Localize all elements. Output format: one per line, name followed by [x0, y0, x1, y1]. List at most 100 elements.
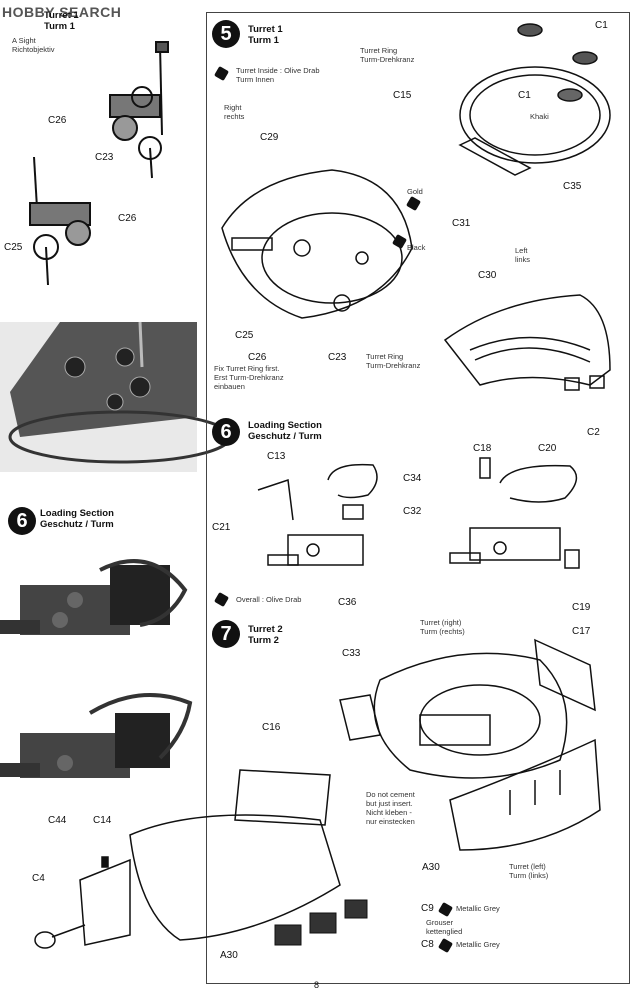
label-c8: C8 — [421, 939, 434, 950]
left-callout: Left links — [515, 246, 530, 264]
step5-header: Turret 1 Turm 1 — [248, 24, 283, 46]
turret-shell-drawing — [221, 169, 413, 319]
sight-drawing-1 — [109, 41, 169, 179]
label-c35: C35 — [563, 181, 582, 192]
left-turret-header: Turret 1 Turm 1 — [44, 10, 79, 32]
fix-en: Fix Turret Ring first. — [214, 364, 280, 373]
label-c26-a: C26 — [48, 115, 67, 126]
loading-photo-2 — [0, 688, 197, 803]
left-step6-badge: 6 — [8, 507, 36, 535]
turret-ring-en: Turret Ring — [360, 46, 398, 55]
turret-left-en: Turret (left) — [509, 862, 546, 871]
paint-inside-en: Turret Inside : Olive Drab — [236, 66, 320, 75]
turret-hull-drawing — [34, 769, 341, 949]
label-c34: C34 — [403, 473, 422, 484]
gold-note: Gold — [407, 187, 423, 196]
label-c32: C32 — [403, 506, 422, 517]
paint-inside-de: Turm Innen — [236, 75, 275, 84]
label-c36: C36 — [338, 597, 357, 608]
sight-de: Richtobjektiv — [12, 45, 55, 54]
note-line1: Do not cement — [366, 790, 415, 799]
label-c1-b: C1 — [518, 90, 531, 101]
turret-left-de: Turm (links) — [509, 871, 549, 880]
turret-right-en: Turret (right) — [420, 618, 462, 627]
step7-title: Turret 2 — [248, 624, 283, 635]
left-turret-title: Turret 1 — [44, 10, 79, 21]
label-c9: C9 — [421, 903, 434, 914]
step7-badge: 7 — [212, 620, 240, 648]
ring2-de: Turm-Drehkranz — [366, 361, 421, 370]
fix-de1: Erst Turm-Drehkranz — [214, 373, 284, 382]
turret-side-drawing — [443, 294, 611, 391]
step6-header: Loading Section Geschutz / Turm — [248, 420, 322, 442]
loading-photo-1 — [0, 550, 197, 670]
label-c23-step5: C23 — [328, 352, 347, 363]
label-c31: C31 — [452, 218, 471, 229]
note-line2: but just insert. — [366, 799, 413, 808]
step5-badge: 5 — [212, 20, 240, 48]
paint-inside-note: Turret Inside : Olive Drab Turm Innen — [236, 66, 320, 84]
loading-section-exploded — [257, 463, 378, 566]
turret-left-note: Turret (left) Turm (links) — [509, 862, 548, 880]
note-line4: nur einstecken — [366, 817, 415, 826]
step6-title: Loading Section — [248, 420, 322, 431]
label-a30-b: A30 — [220, 950, 238, 961]
left-step6-header: Loading Section Geschutz / Turm — [40, 508, 114, 530]
sight-drawing-2 — [29, 156, 91, 286]
right-callout: Right rechts — [224, 103, 244, 121]
page-number: 8 — [314, 980, 320, 990]
label-c25: C25 — [4, 242, 23, 253]
label-c33: C33 — [342, 648, 361, 659]
label-a30-a: A30 — [422, 862, 440, 873]
turret-right-de: Turm (rechts) — [420, 627, 465, 636]
label-c14: C14 — [93, 815, 112, 826]
ring2-en: Turret Ring — [366, 352, 404, 361]
right-de: rechts — [224, 112, 245, 121]
instructions-panel — [206, 12, 630, 984]
label-c16: C16 — [262, 722, 281, 733]
label-c13: C13 — [267, 451, 286, 462]
logo-text: HOBBY SEARCH — [2, 4, 122, 20]
grouser-links-drawing — [274, 899, 368, 946]
step6-subtitle: Geschutz / Turm — [248, 431, 322, 442]
label-c23: C23 — [95, 152, 114, 163]
label-c1-a: C1 — [595, 20, 608, 31]
note-line3: Nicht kleben - — [366, 808, 412, 817]
step7-header: Turret 2 Turm 2 — [248, 624, 283, 646]
turret-assembly-drawing — [339, 638, 601, 851]
label-c30: C30 — [478, 270, 497, 281]
overall-paint-note: Overall : Olive Drab — [236, 595, 302, 604]
left-step6-sub: Geschutz / Turm — [40, 519, 114, 530]
do-not-cement-note: Do not cement but just insert. Nicht kle… — [366, 790, 415, 826]
metallic-grey-c8: Metallic Grey — [456, 940, 500, 949]
turret-right-note: Turret (right) Turm (rechts) — [420, 618, 465, 636]
label-c2: C2 — [587, 427, 600, 438]
grouser-note: Grouser kettenglied — [426, 918, 462, 936]
label-c25-step5: C25 — [235, 330, 254, 341]
label-c17: C17 — [572, 626, 591, 637]
label-c15: C15 — [393, 90, 412, 101]
fix-ring-note: Fix Turret Ring first. Erst Turm-Drehkra… — [214, 364, 284, 391]
left-de: links — [515, 255, 531, 264]
step5-title: Turret 1 — [248, 24, 283, 35]
step5-subtitle: Turm 1 — [248, 35, 279, 46]
metallic-grey-c9: Metallic Grey — [456, 904, 500, 913]
grouser-de: kettenglied — [426, 927, 463, 936]
left-turret-sub: Turm 1 — [44, 21, 75, 32]
turret-photo — [0, 321, 232, 472]
label-c21: C21 — [212, 522, 231, 533]
label-c18: C18 — [473, 443, 492, 454]
left-step6-title: Loading Section — [40, 508, 114, 519]
turret-ring-callout: Turret Ring Turm-Drehkranz — [360, 46, 414, 64]
turret-ring-drawing — [458, 23, 611, 176]
label-c26-step5: C26 — [248, 352, 267, 363]
turret-ring-note2: Turret Ring Turm-Drehkranz — [366, 352, 420, 370]
sight-label: A Sight Richtobjektiv — [12, 36, 55, 54]
sight-en: A Sight — [12, 36, 36, 45]
fix-de2: einbauen — [214, 382, 245, 391]
black-note: Black — [407, 243, 426, 252]
label-c4: C4 — [32, 873, 45, 884]
label-c19: C19 — [572, 602, 591, 613]
label-c44: C44 — [48, 815, 67, 826]
label-c20: C20 — [538, 443, 557, 454]
